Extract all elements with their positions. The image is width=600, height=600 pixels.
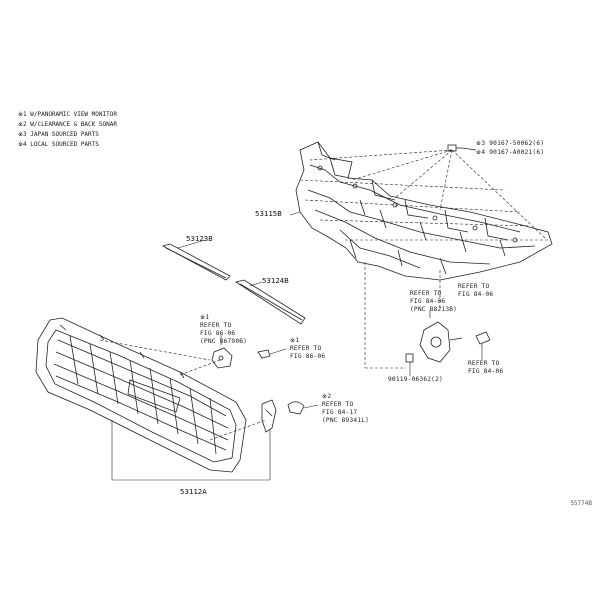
refer-horn-bracket[interactable]: REFER TO FIG 84-06 <box>458 283 494 298</box>
refer-sonar[interactable]: ※2 REFER TO FIG 84-17 (PNC 89341L) <box>322 393 370 424</box>
bolt-label-japan[interactable]: ※3 90167-50062(6) <box>476 140 545 147</box>
legend: ※1 W/PANORAMIC VIEW MONITOR ※2 W/CLEARAN… <box>18 110 117 150</box>
sonar-sensor <box>261 399 277 433</box>
molding-53123b <box>161 239 231 281</box>
part-53115b[interactable]: 53115B <box>255 209 282 218</box>
panel-clip-leader <box>364 262 441 369</box>
refer-monitor-camera[interactable]: ※1 REFER TO FIG 86-06 <box>290 337 326 360</box>
bolt-leader-lines <box>299 149 548 241</box>
refer-horn[interactable]: REFER TO FIG 84-06 (PNC 88213B) <box>410 290 458 313</box>
grille-callout-bracket <box>111 420 271 481</box>
legend-item: ※3 JAPAN SOURCED PARTS <box>18 131 99 138</box>
part-53123b[interactable]: 53123B <box>186 234 213 243</box>
molding-53124b <box>235 279 306 325</box>
horn-bolt <box>475 331 491 360</box>
refer-monitor-bracket[interactable]: ※1 REFER TO FIG 86-06 (PNC 86790B) <box>200 314 248 345</box>
legend-item: ※4 LOCAL SOURCED PARTS <box>18 141 99 148</box>
radiator-grille <box>35 317 247 473</box>
legend-item: ※2 W/CLEARANCE & BACK SONAR <box>18 121 117 128</box>
monitor-bracket <box>211 335 233 369</box>
monitor-camera <box>257 348 287 359</box>
part-53112a[interactable]: 53112A <box>180 487 207 496</box>
illustration-code: 55774B <box>570 500 592 507</box>
bolt-90167 <box>447 144 477 152</box>
legend-item: ※1 W/PANORAMIC VIEW MONITOR <box>18 111 117 118</box>
grille-leader-lines <box>99 339 267 441</box>
part-90119[interactable]: 90119-06362(2) <box>388 376 443 383</box>
radiator-support-panel <box>295 141 553 281</box>
clip-90119 <box>405 353 414 376</box>
bolt-label-local[interactable]: ※4 90167-A0021(6) <box>476 149 545 156</box>
part-53124b[interactable]: 53124B <box>262 276 289 285</box>
sonar-retainer <box>287 401 319 415</box>
refer-horn-bolt[interactable]: REFER TO FIG 84-06 <box>468 360 504 375</box>
horn-assembly <box>419 310 463 363</box>
